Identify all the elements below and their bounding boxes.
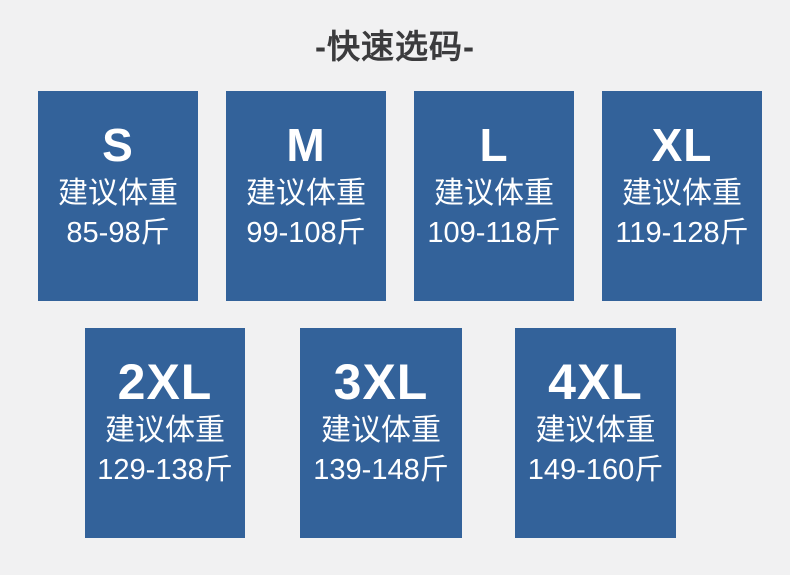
size-card-2xl: 2XL 建议体重 129-138斤 <box>85 328 245 538</box>
size-card-m: M 建议体重 99-108斤 <box>226 91 386 301</box>
weight-range: 109-118斤 <box>427 217 561 249</box>
size-label: XL <box>651 119 713 171</box>
weight-range: 139-148斤 <box>313 454 449 486</box>
size-label: 4XL <box>548 354 643 410</box>
suggest-weight-label: 建议体重 <box>105 414 225 447</box>
weight-range: 149-160斤 <box>527 454 664 486</box>
size-label: S <box>102 119 134 171</box>
size-label: 2XL <box>117 354 213 410</box>
weight-range: 99-108斤 <box>246 217 366 249</box>
suggest-weight-label: 建议体重 <box>622 177 742 210</box>
size-label: M <box>286 119 326 171</box>
weight-range: 119-128斤 <box>615 217 749 249</box>
suggest-weight-label: 建议体重 <box>246 177 366 210</box>
size-label: L <box>479 119 509 171</box>
size-card-3xl: 3XL 建议体重 139-148斤 <box>300 328 462 538</box>
size-card-xl: XL 建议体重 119-128斤 <box>602 91 762 301</box>
weight-range: 129-138斤 <box>97 454 233 486</box>
suggest-weight-label: 建议体重 <box>321 414 441 447</box>
weight-range: 85-98斤 <box>66 217 170 249</box>
page-title: -快速选码- <box>315 28 475 65</box>
size-card-4xl: 4XL 建议体重 149-160斤 <box>515 328 676 538</box>
size-card-s: S 建议体重 85-98斤 <box>38 91 198 301</box>
suggest-weight-label: 建议体重 <box>434 177 554 210</box>
size-card-l: L 建议体重 109-118斤 <box>414 91 574 301</box>
size-label: 3XL <box>333 354 429 410</box>
suggest-weight-label: 建议体重 <box>58 177 178 210</box>
suggest-weight-label: 建议体重 <box>535 414 656 447</box>
